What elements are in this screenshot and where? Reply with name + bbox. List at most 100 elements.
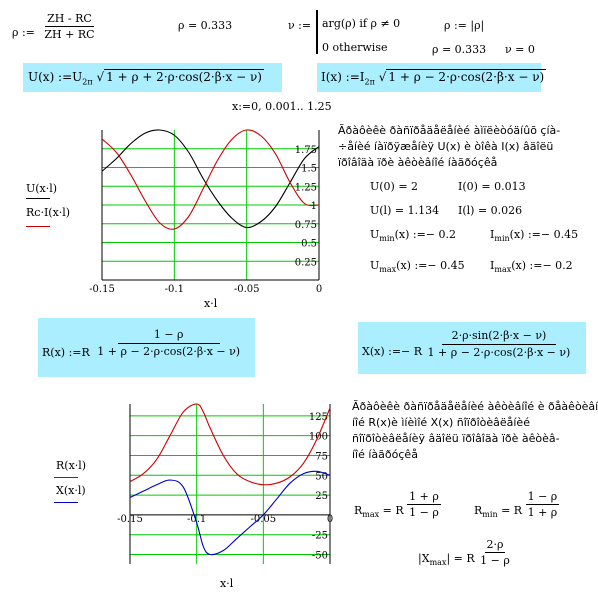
y-tick-label: 50	[315, 471, 328, 482]
rmin-label: R	[474, 503, 483, 517]
xmax-sub: max	[429, 557, 447, 567]
u-formula: U(x) :=U2π √1 + ρ + 2·ρ·cos(2·β·x − ν)	[28, 69, 264, 86]
r-formula-denominator: 1 + ρ − 2·ρ·cos(2·β·x − ν)	[97, 345, 241, 358]
rmax-label: R	[354, 503, 363, 517]
x-tick-label: -0.15	[89, 284, 115, 295]
u-formula-sub: 2π	[82, 77, 93, 87]
imin-sub: min	[494, 234, 510, 244]
rmax-fraction: 1 + ρ 1 − ρ	[407, 490, 441, 519]
u-formula-box	[23, 63, 282, 92]
series-line	[101, 129, 320, 230]
x-tick-label: -0.05	[251, 514, 277, 525]
chart1-plot: -0.15 -0.1 -0.05 0 1.75 1.5 1.25 1 0.75 0.5 0.25	[89, 129, 322, 295]
u0-value: U(0) = 2	[370, 180, 419, 193]
y-tick-label: -25	[312, 531, 328, 542]
i-formula: I(x) :=I2π √1 + ρ − 2·ρ·cos(2·β·x − ν)	[321, 69, 547, 87]
y-tick-label: 0.25	[295, 257, 317, 268]
x-tick-label: -0.1	[165, 284, 184, 295]
rho-fraction: ZH - RC ZH + RC	[42, 12, 96, 41]
y-tick-label: 0.5	[301, 239, 317, 250]
description-1-line-1: Ãðàôèêè ðàñïðåäåëåíèé àìïëèòóäíûõ çíà-	[338, 124, 561, 137]
series-line	[129, 470, 331, 556]
rmax-formula: Rmax = R 1 + ρ 1 − ρ	[354, 490, 441, 519]
imax-rest: (x) :=− 0.2	[511, 259, 573, 272]
umax-sub: max	[379, 265, 397, 275]
y-tick-label: 1	[311, 201, 317, 212]
umin-label: U	[370, 228, 380, 241]
y-tick-label: 75	[315, 451, 328, 462]
i-formula-radicand: 1 + ρ − 2·ρ·cos(2·β·x − ν)	[386, 69, 547, 84]
xmax-formula: |Xmax| = R 2·ρ 1 − ρ	[418, 538, 512, 567]
r-formula: R(x) :=R 1 − ρ 1 + ρ − 2·ρ·cos(2·β·x − ν…	[42, 328, 242, 359]
imax-label: I	[490, 259, 495, 272]
chart1-legend-u-line	[26, 198, 50, 199]
xmax-numerator: 2·ρ	[484, 538, 506, 553]
y-tick-label: -50	[312, 550, 328, 561]
i-formula-lhs: I(x) :=I	[321, 70, 365, 84]
r-formula-box	[38, 318, 255, 377]
u-formula-radicand: 1 + ρ + 2·ρ·cos(2·β·x − ν)	[104, 69, 264, 84]
u-formula-lhs: U(x) :=U	[28, 70, 83, 84]
xmax-abs-right: |	[446, 551, 451, 565]
xmax-abs-left: |	[418, 551, 422, 565]
r-formula-numerator: 1 − ρ	[117, 328, 220, 344]
r-formula-lhs: R(x) :=R	[42, 346, 90, 359]
y-tick-label: 1.75	[295, 145, 317, 156]
rho-abs-definition: ρ := |ρ|	[444, 19, 485, 32]
rmax-denominator: 1 − ρ	[409, 506, 439, 519]
y-tick-label: 1.25	[295, 182, 317, 193]
description-2-line-2: íîé R(x)è ìíèìîé X(x) ñîïðîòèâëåíèé	[352, 416, 530, 429]
xmax-denominator: 1 − ρ	[480, 554, 510, 567]
imax-definition: Imax(x) :=− 0.2	[490, 259, 573, 274]
x-tick-label: 0	[316, 284, 322, 295]
rmin-eq: = R	[501, 503, 523, 517]
xmax-fraction: 2·ρ 1 − ρ	[478, 538, 512, 567]
imin-label: I	[490, 228, 495, 241]
description-2-line-4: íîé íàãðóçêå	[352, 448, 418, 461]
ul-value: U(l) = 1.134	[370, 204, 440, 217]
x-range: x:=0, 0.001.. 1.25	[232, 100, 332, 113]
umax-rest: (x) :=− 0.45	[396, 259, 465, 272]
umin-sub: min	[379, 234, 395, 244]
r-formula-fraction: 1 − ρ 1 + ρ − 2·ρ·cos(2·β·x − ν)	[95, 328, 242, 358]
i-formula-sub: 2π	[364, 77, 375, 87]
umax-label: U	[370, 259, 380, 272]
imin-definition: Imin(x) :=− 0.45	[490, 228, 578, 243]
chart2-legend-x: X(x·l)	[56, 484, 86, 497]
y-tick-label: 1.5	[301, 164, 317, 175]
rho-definition: ρ := ZH - RC ZH + RC	[12, 12, 97, 41]
umin-definition: Umin(x) :=− 0.2	[370, 228, 456, 243]
rho-value: ρ = 0.333	[178, 19, 233, 32]
nu-lhs: ν :=	[288, 19, 312, 32]
sqrt-icon: √	[96, 70, 105, 84]
description-1-line-2: ÷åíèé íàïðÿæåíèÿ U(x) è òîêà I(x) âäîëü	[338, 140, 554, 153]
rho-abs-value: ρ = 0.333	[432, 43, 487, 56]
rmin-fraction: 1 − ρ 1 + ρ	[525, 490, 560, 519]
rmin-formula: Rmin = R 1 − ρ 1 + ρ	[474, 490, 560, 519]
series-line	[129, 403, 331, 486]
rho-denominator: ZH + RC	[44, 28, 95, 41]
chart1-legend-i: Rᴄ·I(x·l)	[26, 206, 71, 219]
rmax-sub: max	[362, 509, 380, 519]
x-formula-numerator: 2·ρ·sin(2·β·x − ν)	[441, 329, 557, 345]
chart2-plot: -0.15-0.1-0.050125100755025-25-50	[117, 403, 333, 564]
rho-lhs: ρ :=	[12, 25, 35, 39]
x-tick-label: -0.05	[234, 284, 260, 295]
x-formula-denominator: 1 + ρ − 2·ρ·cos(2·β·x − ν)	[427, 346, 571, 359]
nu-case-1: arg(ρ) if ρ ≠ 0	[322, 17, 401, 30]
i0-value: I(0) = 0.013	[458, 180, 526, 193]
rmin-sub: min	[482, 509, 498, 519]
y-tick-label: 0.75	[295, 220, 317, 231]
i-formula-box	[317, 63, 541, 92]
umin-rest: (x) :=− 0.2	[394, 228, 456, 241]
y-tick-label: 100	[309, 432, 328, 443]
nu-value: ν = 0	[505, 43, 535, 56]
chart2-xlabel: x·l	[220, 577, 234, 590]
y-tick-label: 125	[309, 412, 328, 423]
nu-brace	[316, 10, 318, 54]
sqrt-icon: √	[378, 70, 387, 84]
chart1-legend-i-line	[26, 226, 50, 227]
rmin-denominator: 1 + ρ	[527, 506, 558, 519]
chart2-legend-r: R(x·l)	[56, 459, 87, 472]
